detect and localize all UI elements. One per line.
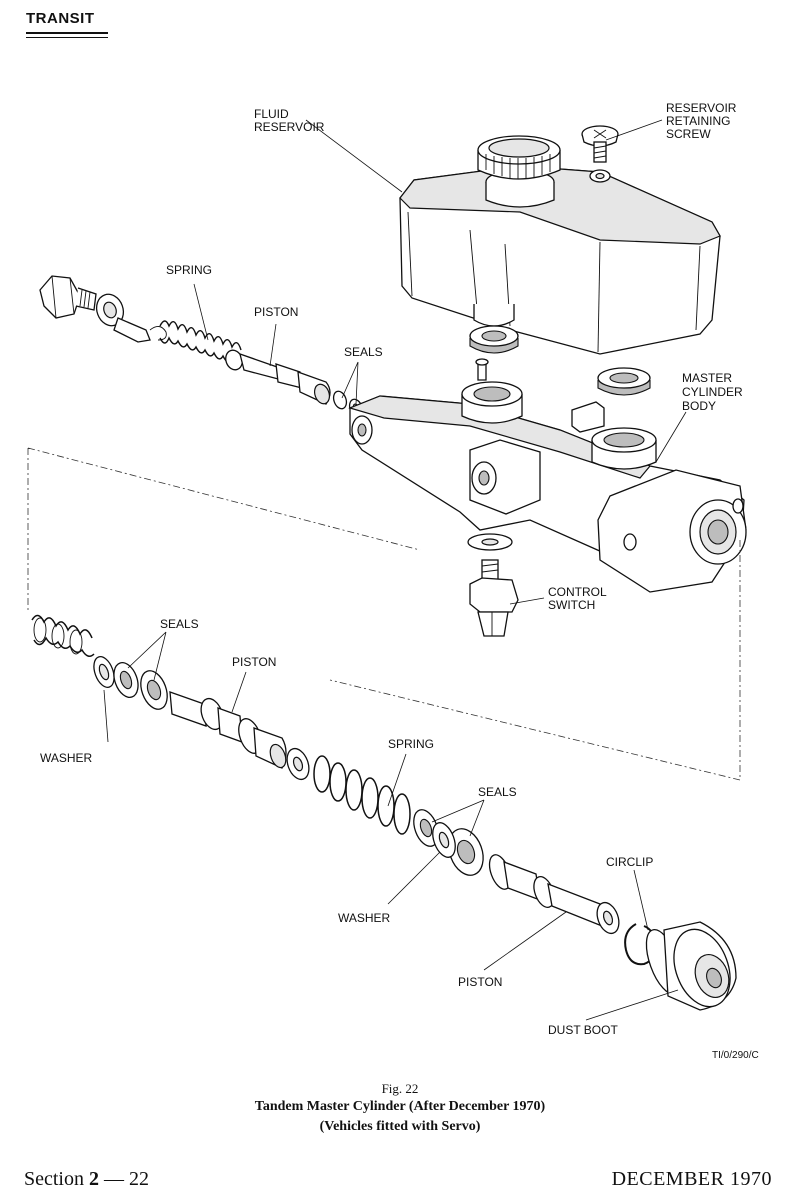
- label-reservoir-screw-1: RESERVOIR: [666, 101, 737, 115]
- washer-left: [93, 656, 115, 688]
- label-switch-2: SWITCH: [548, 598, 595, 612]
- control-switch: [467, 533, 519, 637]
- fluid-reservoir: [399, 135, 721, 355]
- spring-lower: [313, 755, 411, 835]
- label-circlip: CIRCLIP: [606, 855, 653, 869]
- label-reservoir-screw-2: RETAINING: [666, 114, 730, 128]
- dust-boot: [645, 921, 737, 1011]
- piston-lower: [488, 854, 620, 935]
- spring-left: [31, 614, 95, 657]
- reference-code: TI/0/290/C: [712, 1050, 759, 1061]
- issue-date: DECEMBER 1970: [611, 1168, 772, 1190]
- master-cylinder-body: [348, 358, 747, 593]
- label-spring-lower: SPRING: [388, 737, 434, 751]
- figure-subtitle: (Vehicles fitted with Servo): [319, 1119, 481, 1134]
- header-title: TRANSIT: [26, 10, 95, 27]
- label-seals-left: SEALS: [160, 617, 199, 631]
- label-fluid-reservoir-1: FLUID: [254, 107, 289, 121]
- figure-title: Tandem Master Cylinder (After December 1…: [254, 1099, 546, 1114]
- header-rule-thin: [26, 37, 108, 38]
- label-washer-left: WASHER: [40, 751, 93, 765]
- washer-lower: [432, 822, 456, 858]
- seals-left: [113, 662, 168, 710]
- header-rule: [26, 32, 108, 34]
- label-seals-lower: SEALS: [478, 785, 517, 799]
- part-labels: FLUID RESERVOIR RESERVOIR RETAINING SCRE…: [40, 101, 759, 1061]
- label-piston-lower: PISTON: [458, 975, 502, 989]
- label-reservoir-screw-3: SCREW: [666, 127, 711, 141]
- figure-number: Fig. 22: [381, 1081, 419, 1096]
- label-seals-upper: SEALS: [344, 345, 383, 359]
- outlet-seal-right: [597, 367, 651, 396]
- section-page: — 22: [99, 1168, 149, 1190]
- piston-mid: [169, 691, 287, 769]
- reservoir-outlet-seal: [469, 325, 519, 354]
- section-reference: Section 2 — 22: [24, 1168, 149, 1191]
- label-body-3: BODY: [682, 399, 716, 413]
- assembly-guide: [27, 447, 741, 781]
- label-dust-boot: DUST BOOT: [548, 1023, 618, 1037]
- section-number: 2: [89, 1168, 99, 1190]
- washer-mid: [286, 747, 310, 781]
- label-piston-upper: PISTON: [254, 305, 298, 319]
- stop-bolt: [39, 275, 97, 319]
- label-body-1: MASTER: [682, 371, 732, 385]
- label-spring-upper: SPRING: [166, 263, 212, 277]
- section-prefix: Section: [24, 1168, 89, 1190]
- reservoir-retaining-screw: [581, 125, 619, 183]
- label-body-2: CYLINDER: [682, 385, 743, 399]
- label-piston-mid: PISTON: [232, 655, 276, 669]
- label-switch-1: CONTROL: [548, 585, 607, 599]
- spring-retainer: [95, 293, 167, 343]
- piston-upper: [225, 349, 331, 405]
- leader-lines: [103, 119, 687, 1021]
- label-washer-lower: WASHER: [338, 911, 391, 925]
- label-fluid-reservoir-2: RESERVOIR: [254, 120, 325, 134]
